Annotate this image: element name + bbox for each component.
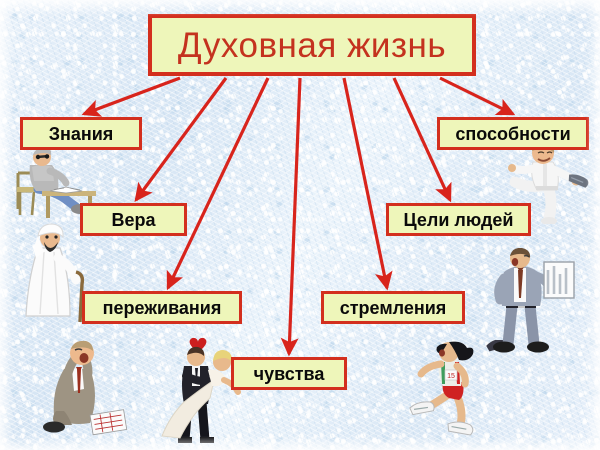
node-vera[interactable]: Вера <box>80 203 187 236</box>
root-node-spiritual-life[interactable]: Духовная жизнь <box>148 14 476 76</box>
grieving-man-in-suit-figure <box>38 337 134 441</box>
node-perezhivaniya[interactable]: переживания <box>82 291 242 324</box>
groom-carrying-bride-figure <box>158 336 244 446</box>
svg-text:15: 15 <box>447 373 455 380</box>
node-sposobnosti[interactable]: способности <box>437 117 589 150</box>
arrow-root-to-stremleniya <box>342 77 393 291</box>
arrow-root-to-znaniya <box>81 76 181 117</box>
arrow-root-to-vera <box>134 77 228 203</box>
arrow-root-to-chuvstva <box>280 77 302 357</box>
businessman-with-chart-figure <box>486 248 578 360</box>
node-stremleniya[interactable]: стремления <box>321 291 465 324</box>
arrow-root-to-sposobnosti <box>439 76 516 116</box>
node-celi[interactable]: Цели людей <box>386 203 531 236</box>
node-chuvstva[interactable]: чувства <box>231 357 347 390</box>
node-znaniya[interactable]: Знания <box>20 117 142 150</box>
arrow-root-to-perezhivaniya <box>166 77 270 291</box>
